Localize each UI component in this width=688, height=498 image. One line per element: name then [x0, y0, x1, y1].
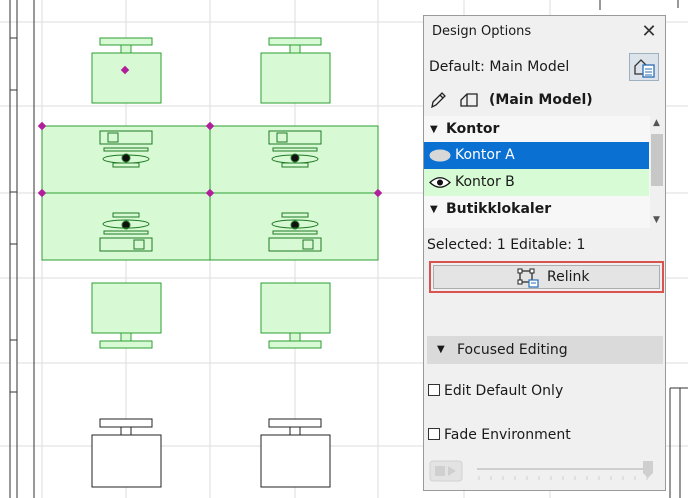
fade-slider-area [427, 456, 663, 486]
desk-top-right[interactable] [260, 37, 331, 104]
main-model-label: (Main Model) [489, 92, 593, 108]
relink-icon [517, 268, 539, 288]
main-model-row[interactable]: (Main Model) [424, 86, 665, 114]
desk-hotspot[interactable] [120, 65, 130, 75]
workstation-top-left [99, 130, 153, 168]
desk-middle-right[interactable] [260, 282, 331, 349]
relink-highlight: Relink [429, 261, 664, 293]
scrollbar-thumb[interactable] [651, 134, 663, 186]
edit-default-only-checkbox[interactable] [428, 384, 440, 396]
set-default-button[interactable] [629, 53, 659, 81]
desk-bottom-right[interactable] [260, 418, 331, 488]
eye-icon[interactable] [429, 176, 451, 189]
workstation-top-right [268, 130, 322, 168]
fade-environment-checkbox[interactable] [428, 428, 440, 440]
design-options-panel: Design Options ✕ Default: Main Model (Ma… [423, 15, 666, 491]
focused-editing-header[interactable]: ▼ Focused Editing [427, 336, 663, 364]
workstation-bottom-left [99, 212, 153, 252]
relink-button[interactable]: Relink [433, 265, 660, 289]
collapse-triangle-icon[interactable]: ▼ [430, 204, 438, 215]
scroll-up-icon[interactable]: ▲ [653, 118, 660, 128]
scroll-down-icon[interactable]: ▼ [653, 215, 660, 225]
selection-status: Selected: 1 Editable: 1 [427, 237, 586, 253]
play-toggle-icon[interactable] [429, 460, 463, 482]
default-model-label: Default: Main Model [429, 59, 570, 75]
collapse-triangle-icon[interactable]: ▼ [430, 124, 438, 135]
pencil-icon[interactable] [429, 90, 447, 110]
eye-icon[interactable] [429, 149, 451, 162]
workstation-bottom-right [268, 212, 322, 252]
model-house-icon [460, 93, 478, 107]
building-options-icon [634, 59, 655, 78]
fade-environment-row[interactable]: Fade Environment [427, 425, 657, 445]
group-row-kontor[interactable]: ▼ Kontor [424, 116, 649, 143]
right-wall [599, 0, 688, 498]
relink-label: Relink [547, 269, 590, 285]
fade-slider[interactable] [473, 458, 659, 484]
desk-bottom-left[interactable] [91, 418, 162, 488]
edit-default-only-row[interactable]: Edit Default Only [427, 381, 657, 401]
group-row-butikklokaler[interactable]: ▼ Butikklokaler [424, 196, 649, 223]
design-options-list[interactable]: ▼ Kontor Kontor A Kontor B ▼ Butikklokal… [424, 116, 665, 228]
close-icon[interactable]: ✕ [641, 21, 657, 42]
desk-middle-left[interactable] [91, 282, 162, 349]
desk-top-left[interactable] [91, 37, 162, 104]
panel-title: Design Options [432, 24, 532, 39]
option-row-kontor-a[interactable]: Kontor A [424, 142, 649, 169]
option-row-kontor-b[interactable]: Kontor B [424, 169, 649, 196]
list-scrollbar[interactable]: ▲ ▼ [650, 116, 665, 228]
selection-hotspots[interactable] [37, 121, 383, 198]
slider-thumb [643, 461, 653, 478]
collapse-triangle-icon[interactable]: ▼ [437, 344, 445, 355]
left-wall [9, 0, 35, 498]
